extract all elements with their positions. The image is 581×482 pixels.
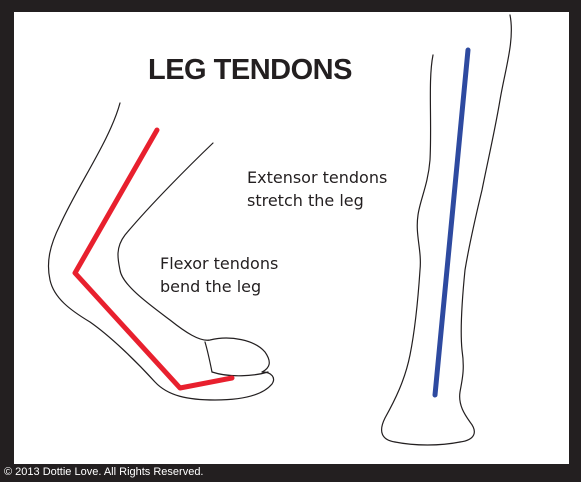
extensor-label: Extensor tendons stretch the leg — [247, 166, 387, 212]
flexor-label-line1: Flexor tendons — [160, 252, 278, 275]
bent-leg-hoof-line — [205, 342, 212, 372]
bent-leg-hoof-sole — [212, 372, 268, 376]
flexor-label: Flexor tendons bend the leg — [160, 252, 278, 298]
flexor-label-line2: bend the leg — [160, 275, 278, 298]
diagram-title: LEG TENDONS — [148, 54, 352, 87]
extensor-label-line1: Extensor tendons — [247, 166, 387, 189]
straight-leg-outline — [382, 15, 512, 445]
straight-leg-left-contour — [382, 55, 433, 442]
straight-leg-hoof-base — [395, 442, 460, 445]
copyright-notice: © 2013 Dottie Love. All Rights Reserved. — [4, 466, 204, 478]
extensor-label-line2: stretch the leg — [247, 189, 387, 212]
extensor-tendon-line — [435, 50, 468, 395]
